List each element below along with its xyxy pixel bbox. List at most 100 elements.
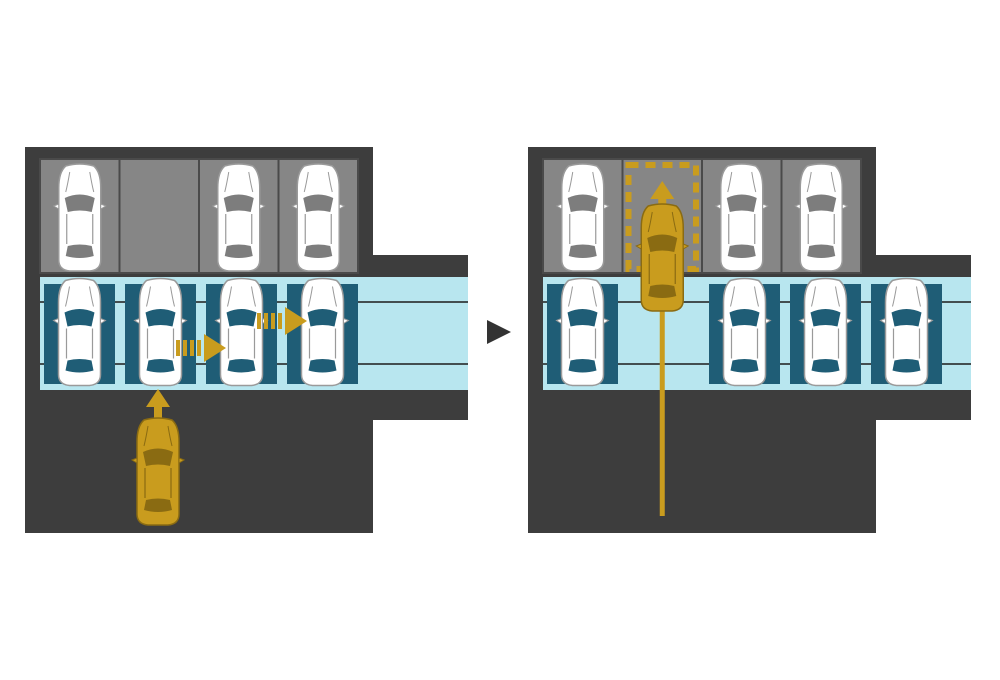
pallet-car-icon [798, 277, 853, 387]
car-rear-window [146, 359, 175, 373]
car-mirror [682, 243, 690, 250]
car-mirror [291, 203, 298, 210]
car-windshield [64, 194, 95, 212]
car-windshield [567, 194, 598, 212]
arrow-dash [264, 313, 268, 329]
arrow-dash [176, 340, 180, 356]
arrow-head [204, 334, 226, 362]
car-roof-lines [225, 214, 253, 244]
car-mirror [762, 203, 769, 210]
car-rear-window [227, 359, 256, 373]
pallet-car-icon [295, 277, 350, 387]
car-mirror [794, 203, 801, 210]
pallet-car-icon [133, 277, 188, 387]
car-mirror [100, 203, 107, 210]
arrow-dash [197, 340, 201, 356]
arrow-shape [146, 389, 170, 419]
parked-car-icon [52, 163, 107, 272]
car-body [58, 163, 102, 272]
car-roof-lines [811, 328, 840, 359]
car-rear-window [811, 359, 840, 373]
car-rear-window [304, 244, 333, 258]
car-roof-lines [569, 214, 597, 244]
car-roof-lines [146, 328, 175, 359]
car-roof-lines [144, 468, 172, 498]
pallet-car-icon [717, 277, 772, 387]
pallet-car-icon [52, 277, 107, 387]
car-hood-lines [811, 286, 840, 307]
car-roof-lines [730, 328, 759, 359]
car-roof-lines [304, 214, 332, 244]
arrow-dash [278, 313, 282, 329]
car-body [300, 277, 345, 387]
active-car-icon [130, 417, 186, 526]
car-body [640, 203, 684, 312]
car-rear-window [568, 359, 597, 373]
arrow-dash [190, 340, 194, 356]
car-roof-lines [892, 328, 921, 359]
car-windshield [726, 194, 757, 212]
car-mirror [846, 317, 853, 325]
car-hood-lines [647, 211, 677, 233]
car-windshield [226, 309, 257, 327]
car-mirror [714, 203, 722, 210]
car-body [57, 277, 102, 387]
car-body [560, 277, 605, 387]
after-panel [528, 147, 971, 533]
car-mirror [52, 203, 60, 210]
car-mirror [635, 243, 642, 250]
car-hood-lines [143, 425, 173, 447]
car-mirror [841, 203, 849, 210]
car-mirror [343, 317, 350, 325]
car-mirror [338, 203, 346, 210]
car-mirror [133, 317, 140, 325]
arrow-dash [271, 313, 275, 329]
car-body [884, 277, 929, 387]
move-right-arrow-icon [257, 307, 307, 335]
entry-arrow-icon [146, 389, 170, 419]
arrow-dash [183, 340, 187, 356]
car-roof-lines [227, 328, 256, 359]
car-roof-lines [807, 214, 835, 244]
car-rear-window [144, 498, 172, 512]
car-hood-lines [568, 286, 597, 307]
parked-car-icon [794, 163, 849, 272]
car-mirror [100, 317, 107, 325]
car-roof-lines [308, 328, 337, 359]
car-hood-lines [227, 286, 256, 307]
car-rear-window [727, 244, 756, 258]
car-windshield [64, 309, 95, 327]
transition-arrow-icon [487, 320, 511, 344]
car-rear-window [65, 359, 94, 373]
parked-car-icon [555, 163, 610, 272]
car-windshield [143, 448, 173, 466]
car-hood-lines [730, 286, 759, 307]
car-body [720, 163, 764, 272]
car-mirror [181, 317, 188, 325]
car-windshield [303, 194, 334, 212]
car-mirror [211, 203, 219, 210]
car-body [561, 163, 605, 272]
car-windshield [567, 309, 598, 327]
car-windshield [806, 194, 837, 212]
car-roof-lines [568, 328, 597, 359]
car-hood-lines [224, 171, 254, 193]
arrow-head [285, 307, 307, 335]
car-mirror [879, 317, 886, 325]
car-hood-lines [568, 171, 598, 193]
parked-car-icon [291, 163, 346, 272]
car-rear-window [224, 244, 253, 258]
car-windshield [647, 234, 678, 252]
car-rear-window [568, 244, 597, 258]
pallet-car-icon [214, 277, 269, 387]
car-mirror [178, 457, 186, 464]
park-arrow-icon [650, 181, 675, 211]
car-body [136, 417, 180, 526]
car-rear-window [807, 244, 836, 258]
car-roof-lines [66, 214, 94, 244]
arrow-dash [257, 313, 261, 329]
car-rear-window [65, 244, 94, 258]
car-body [217, 163, 261, 272]
car-mirror [259, 203, 266, 210]
